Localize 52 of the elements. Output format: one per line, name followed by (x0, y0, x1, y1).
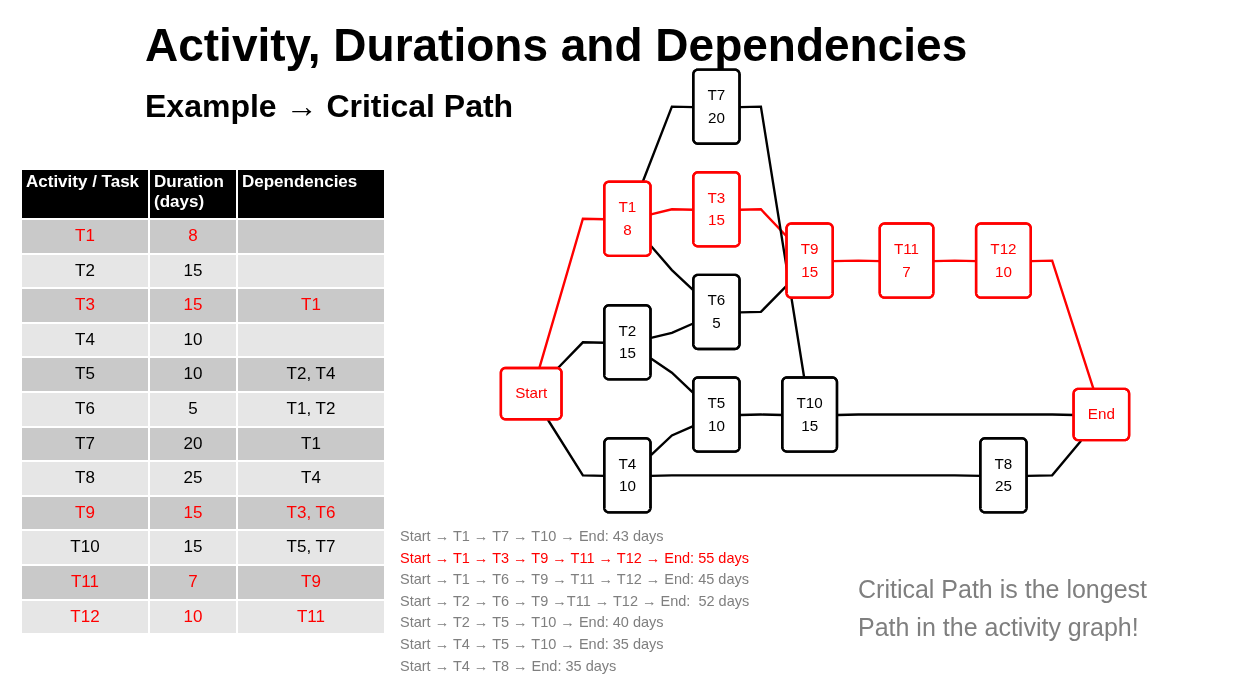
table-cell: 15 (150, 531, 236, 564)
table-cell: 8 (150, 220, 236, 253)
table-cell: 20 (150, 427, 236, 461)
subtitle: Example → Critical Path (145, 88, 514, 125)
table-cell: 5 (150, 392, 236, 426)
header-cell: Dependencies (238, 170, 384, 218)
table-cell: 15 (150, 289, 236, 322)
connector (933, 259, 977, 263)
table-cell: T5, T7 (238, 531, 384, 564)
path-text: Start → T4 → T8 → End: 35 days (400, 656, 618, 676)
table-cell: T4 (238, 462, 384, 495)
table-cell: T5 (22, 358, 148, 391)
table-cell: T6 (22, 392, 148, 426)
table-cell: 10 (150, 600, 236, 634)
table-cell: T1 (238, 289, 384, 322)
path-text: Start → T4 → T5 → T10 → End: 35 days (400, 634, 665, 654)
connector (650, 474, 981, 477)
table-cell: T2, T4 (238, 358, 384, 391)
path-text: Start → T1 → T7 → T10 → End: 43 days (400, 527, 665, 546)
header-cell: Duration (days) (150, 170, 236, 218)
connector (538, 217, 605, 369)
table-cell: T3 (22, 289, 148, 322)
table-cell: T9 (238, 565, 384, 599)
table-cell: 15 (150, 496, 236, 530)
table-cell: T3, T6 (238, 496, 384, 530)
table-cell: T11 (22, 565, 148, 599)
table-cell: 15 (150, 254, 236, 288)
table-cell: 10 (150, 358, 236, 391)
table-cell: 7 (150, 565, 236, 599)
path-text: Start → T1 → T3 → T9 → T11 → T12 → End: 55 days (400, 548, 750, 568)
table-cell: T1, T2 (238, 392, 384, 426)
path-text: Start → T2 → T5 → T10 → End: 40 days (400, 613, 665, 633)
path-text: Start → T2 → T6 → T9 →T11 → T12 → End: 52 days (400, 591, 750, 611)
table-cell: T11 (238, 600, 384, 634)
table-cell: T4 (22, 323, 148, 357)
table-cell: T7 (22, 427, 148, 461)
path-text: Start → T1 → T6 → T9 → T11 → T12 → End: 45 days (400, 570, 750, 590)
table-cell: T12 (22, 600, 148, 634)
header-cell: Activity / Task (22, 170, 148, 218)
connector (546, 419, 605, 477)
note-text: Critical Path is the longest Path in the activity graph! (858, 574, 1149, 643)
table-cell: 25 (150, 462, 236, 495)
table-cell: 10 (150, 323, 236, 357)
connector (556, 341, 605, 370)
table-cell: T2 (22, 254, 148, 288)
table-cell: T10 (22, 531, 148, 564)
table-cell: T1 (238, 427, 384, 461)
connector (739, 413, 783, 417)
table-cell: T1 (22, 220, 148, 253)
table-cell: T8 (22, 462, 148, 495)
connector (650, 208, 694, 216)
table-cell: T9 (22, 496, 148, 530)
